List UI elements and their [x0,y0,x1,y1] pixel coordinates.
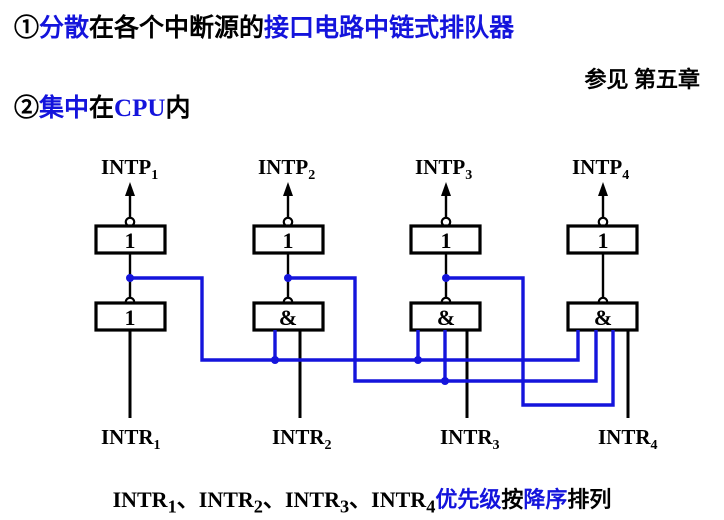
footer-by: 按 [501,487,524,512]
column-4: 1 & [566,182,639,418]
header2-part-0: 集中 [39,95,90,122]
header2-part-1: 在 [89,95,115,122]
bottom-gate-box-4 [566,301,639,332]
bottom-gate-label-1: 1 [125,305,136,330]
bottom-gate-label-4: & [594,305,612,330]
footer-sep-2: 、 [349,487,372,512]
column-1: 1 1 [94,182,167,418]
top-gate-label-1: 1 [125,228,136,253]
input-sub-3: 3 [493,438,500,453]
top-gate-box-3 [409,224,482,255]
wire-col3-to-col4 [446,276,615,407]
junction-dot-busA-col2 [271,356,279,364]
bottom-gate-box-3 [409,301,482,332]
footer-line: INTR1、INTR2、INTR3、INTR4优先级按降序排列 [0,482,724,517]
input-sub-4: 4 [651,438,658,453]
input-sub-1: 1 [154,438,161,453]
column-3: 1 & [409,182,482,418]
output-label-3: INTP3 [415,155,472,183]
output-label-4: INTP4 [572,155,629,183]
footer-arranged: 排列 [567,487,612,512]
bottom-gate-box-2 [252,301,325,332]
footer-descending: 降序 [523,487,568,512]
footer-part-2: INTR3 [284,487,350,517]
input-label-2: INTR2 [272,425,332,453]
wire-col1-bus-to-col3 [275,330,420,362]
output-sub-3: 3 [465,168,472,183]
input-label-4: INTR4 [598,425,658,453]
footer-part-0: INTR1 [112,487,177,517]
top-gate-label-3: 1 [441,228,452,253]
output-sub-4: 4 [622,168,629,183]
header1-part-0: 分散 [39,15,90,42]
output-arrow-head-4 [598,182,608,196]
footer-part-1: INTR2 [198,487,263,517]
output-label-1: INTP1 [101,155,158,183]
output-label-2: INTP2 [258,155,315,183]
output-sub-2: 2 [308,168,315,183]
junction-dot-busB-col3 [441,377,449,385]
output-arrow-head-3 [441,182,451,196]
reference-note: 参见 第五章 [584,67,700,92]
junction-dot-col3 [442,274,450,282]
list-marker-2: ② [14,95,40,122]
wire-col2-bus-to-col4 [445,330,598,383]
list-marker-1: ① [14,15,40,42]
header2-part-2: CPU [114,95,166,122]
priority-wire-bus [126,274,615,407]
junction-dot-busA-col3 [414,356,422,364]
header1-part-3: 链式排队器 [389,15,515,42]
bottom-gate-label-2: & [279,305,297,330]
header-line-1: ①分散在各个中断源的接口电路中链式排队器 [14,8,514,44]
wire-col2-to-col3 [288,276,447,383]
wire-col1-to-col2 [130,276,275,362]
input-label-1: INTR1 [101,425,161,453]
junction-dot-col2 [284,274,292,282]
header1-part-2: 接口电路中 [264,15,390,42]
top-gate-label-4: 1 [598,228,609,253]
output-arrow-head-2 [283,182,293,196]
wire-col1-bus-to-col4 [418,330,580,362]
footer-sep-0: 、 [176,487,199,512]
input-sub-2: 2 [325,438,332,453]
column-2: 1 & [252,182,325,418]
bottom-gate-label-3: & [437,305,455,330]
header1-part-1: 在各个中断源的 [89,15,265,42]
output-arrow-head-1 [125,182,135,196]
input-label-3: INTR3 [440,425,500,453]
junction-dot-col1 [126,274,134,282]
header2-part-3: 内 [165,95,191,122]
footer-part-3: INTR4 [371,487,436,517]
footer-sep-1: 、 [262,487,285,512]
header-line-2: ②集中在CPU内 [14,88,190,124]
output-sub-1: 1 [151,168,158,183]
footer-priority: 优先级 [435,487,502,512]
top-gate-label-2: 1 [283,228,294,253]
